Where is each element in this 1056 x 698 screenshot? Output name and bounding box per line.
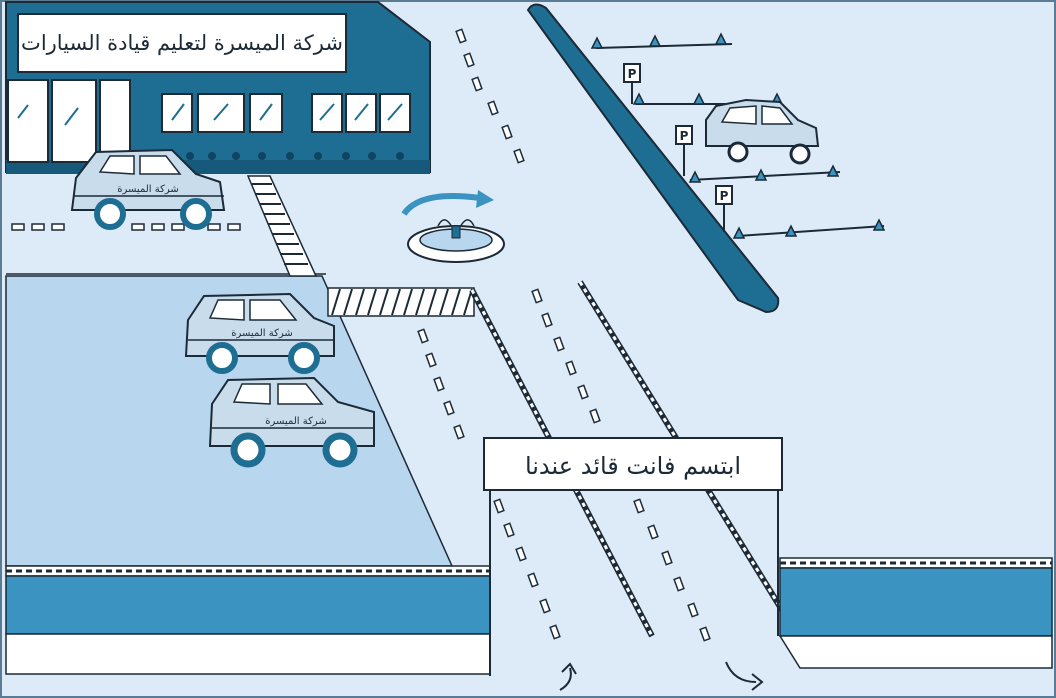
parking-sign-label: P [628, 67, 637, 81]
parking-sign-2: P [675, 125, 693, 176]
sidewalk-dashes [11, 223, 241, 231]
car-logo: شركة الميسرة [117, 184, 179, 195]
lane-arrow-icon-right [725, 661, 764, 691]
lane-dashes [417, 28, 711, 642]
building-windows [161, 93, 411, 133]
parking-bollards [590, 32, 886, 239]
roundabout-arrow-icon [401, 190, 494, 216]
training-car-3: شركة الميسرة [208, 376, 375, 468]
banner-board [483, 437, 783, 491]
training-car-1: شركة الميسرة [70, 148, 226, 230]
horizontal-crosswalk [327, 287, 475, 317]
car-logo: شركة الميسرة [265, 416, 327, 427]
training-car-2: شركة الميسرة [184, 292, 335, 374]
fountain [407, 219, 505, 263]
canal-right [778, 557, 1053, 669]
parking-sign-1: P [623, 63, 641, 104]
parked-sedan [705, 98, 820, 165]
lane-arrow-icon-left [559, 662, 577, 691]
banner-text: ابتسم فانت قائد عندنا [525, 452, 741, 480]
school-building: شركة الميسرة لتعليم قيادة السيارات [5, 1, 431, 174]
canal-left [5, 565, 491, 675]
parking-area [595, 43, 885, 237]
storefront-windows [7, 79, 131, 163]
car-logo: شركة الميسرة [231, 328, 293, 339]
school-sign-board [17, 13, 347, 73]
banner-gate: ابتسم فانت قائد عندنا [483, 437, 783, 676]
school-name: شركة الميسرة لتعليم قيادة السيارات [21, 31, 343, 56]
parking-sign-label: P [680, 129, 689, 143]
median-divider [526, 3, 780, 314]
parking-sign-3: P [715, 185, 733, 232]
shrubs [186, 152, 404, 160]
vertical-crosswalk [246, 175, 318, 277]
parking-sign-label: P [720, 189, 729, 203]
